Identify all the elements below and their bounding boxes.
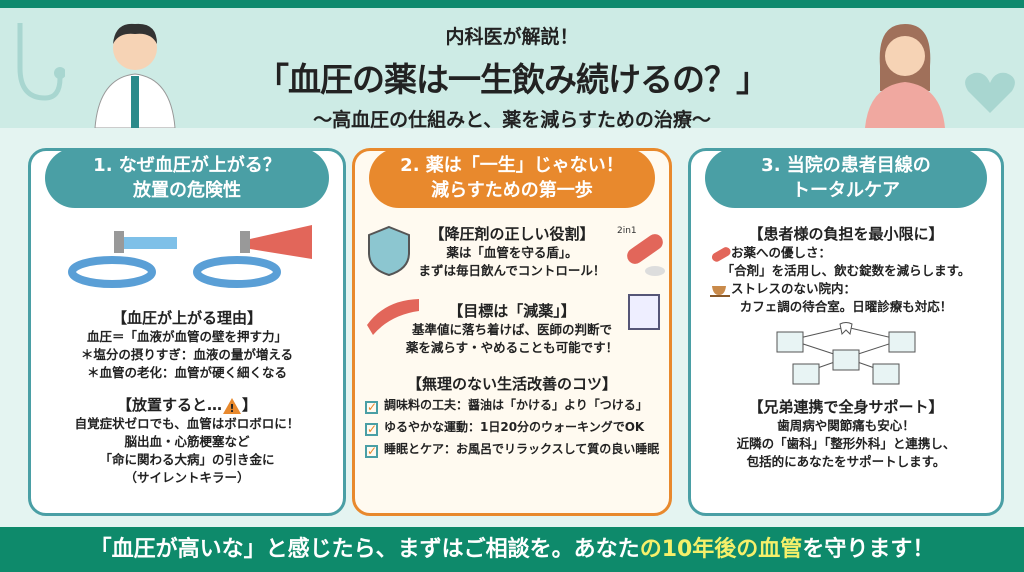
clipboard-icon bbox=[628, 294, 660, 330]
card-why-blood-pressure-rises: 1. なぜ血圧が上がる？ 放置の危険性 【血圧が上がる理由】 血圧＝「血液が血管の… bbox=[28, 148, 346, 516]
checklist-item: ✓ 睡眠とケア：お風呂でリラックスして質の良い睡眠 bbox=[355, 438, 669, 460]
section-heading: 【降圧剤の正しい役割】 bbox=[429, 225, 595, 243]
footer-banner: 「血圧が高いな」と感じたら、まずはご相談を。あなたの10年後の血管を守ります！ bbox=[0, 527, 1024, 572]
text-line: 薬を減らす・やめることも可能です！ bbox=[405, 340, 619, 355]
text-line: 歯周病や関節痛も安心！ bbox=[777, 418, 915, 433]
card-title-line1: 1. なぜ血圧が上がる？ bbox=[93, 155, 281, 176]
text-line: 自覚症状ゼロでも、血管はボロボロに！ bbox=[74, 416, 300, 431]
checklist-text: 睡眠とケア：お風呂でリラックスして質の良い睡眠 bbox=[384, 442, 660, 456]
capsule-icon bbox=[711, 246, 731, 262]
text: ストレスのない院内： bbox=[731, 281, 857, 296]
section-heading: 【無理のない生活改善のコツ】 bbox=[406, 375, 617, 393]
card-header: 1. なぜ血圧が上がる？ 放置の危険性 bbox=[45, 148, 329, 208]
checklist-text: ゆるやかな運動：1日20分のウォーキングでOK bbox=[384, 420, 645, 434]
header: 内科医が解説！ 「血圧の薬は一生飲み続けるの？」 〜高血圧の仕組みと、薬を減らす… bbox=[0, 8, 1024, 131]
text-line: 薬は「血管を守る盾」。 bbox=[446, 245, 578, 260]
checkbox-icon: ✓ bbox=[365, 400, 378, 414]
hose-illustration bbox=[68, 225, 312, 288]
header-subtitle: 内科医が解説！ bbox=[445, 26, 579, 48]
worried-woman-illustration bbox=[865, 24, 945, 128]
card-title-line1: 2. 薬は「一生」じゃない！ bbox=[400, 155, 624, 176]
text-line: 包括的にあなたをサポートします。 bbox=[746, 454, 946, 469]
coffee-cup-icon bbox=[710, 285, 730, 297]
checklist-item: ✓ ゆるやかな運動：1日20分のウォーキングでOK bbox=[355, 416, 669, 438]
card-title-line2: 放置の危険性 bbox=[133, 180, 241, 201]
text-line: お薬への優しさ： bbox=[691, 244, 1001, 262]
card-medicine-not-lifelong: 2. 薬は「一生」じゃない！ 減らすための第一歩 2in1 【降圧剤の正しい役割】… bbox=[352, 148, 672, 516]
checkbox-icon: ✓ bbox=[365, 422, 378, 436]
shield-icon bbox=[368, 225, 410, 277]
svg-text:!: ! bbox=[229, 402, 234, 415]
capsule-icon: 2in1 bbox=[617, 226, 665, 276]
warning-icon: ! bbox=[223, 397, 241, 415]
checklist-text: 調味料の工夫：醤油は「かける」より「つける」 bbox=[384, 398, 648, 412]
text-line: ＊血管の老化：血管が硬く細くなる bbox=[86, 365, 287, 380]
section-heading: 【血圧が上がる理由】 bbox=[111, 309, 262, 327]
footer-text: を守ります！ bbox=[802, 537, 935, 562]
heading-text: 】 bbox=[242, 396, 258, 414]
text-line: ＊塩分の摂りすぎ：血液の量が増える bbox=[80, 347, 294, 362]
doctor-illustration bbox=[94, 23, 176, 128]
text-line: 脳出血・心筋梗塞など bbox=[124, 434, 250, 449]
card-total-care: 3. 当院の患者目線のトータルケア 【患者様の負担を最小限に】 お薬への優しさ：… bbox=[688, 148, 1004, 516]
checklist-item: ✓ 調味料の工夫：醤油は「かける」より「つける」 bbox=[355, 394, 669, 416]
page-title: 「血圧の薬は一生飲み続けるの？」 bbox=[256, 60, 769, 99]
checkbox-icon: ✓ bbox=[365, 444, 378, 458]
card-title-line1: 3. 当院の患者目線の bbox=[761, 155, 931, 176]
text: お薬への優しさ： bbox=[731, 245, 832, 260]
heading-text: 【放置すると… bbox=[116, 396, 222, 414]
card-header: 3. 当院の患者目線のトータルケア bbox=[705, 148, 987, 208]
card-header: 2. 薬は「一生」じゃない！ 減らすための第一歩 bbox=[369, 148, 655, 208]
section-heading: 【目標は「減薬」】 bbox=[448, 302, 576, 320]
text-line: 血圧＝「血液が血管の壁を押す力」 bbox=[86, 329, 287, 344]
section-heading: 【兄弟連携で全身サポート】 bbox=[748, 398, 944, 416]
footer-highlight: の10年後の血管 bbox=[639, 537, 803, 562]
text-line: 「合剤」を活用し、飲む錠数を減らします。 bbox=[721, 263, 971, 278]
text-line: （サイレントキラー） bbox=[124, 470, 250, 485]
blood-vessel-icon bbox=[367, 299, 419, 335]
text-line: まずは毎日飲んでコントロール！ bbox=[418, 263, 606, 278]
text-line: カフェ調の待合室。日曜診療も対応！ bbox=[739, 299, 953, 314]
text-line: 基準値に落ち着けば、医師の判断で bbox=[411, 322, 612, 337]
heart-pill-icon bbox=[965, 72, 1015, 113]
footer-text: 「血圧が高いな」と感じたら、まずはご相談を。あなた bbox=[89, 537, 640, 562]
badge-2in1: 2in1 bbox=[617, 226, 637, 236]
header-tagline: 〜高血圧の仕組みと、薬を減らすための治療〜 bbox=[313, 109, 711, 131]
stethoscope-icon bbox=[17, 23, 65, 101]
text-line: ストレスのない院内： bbox=[691, 280, 1001, 298]
section-heading: 【患者様の負担を最小限に】 bbox=[748, 225, 944, 243]
clinic-network-illustration bbox=[776, 322, 916, 385]
top-bar bbox=[0, 0, 1024, 8]
card-title-line2: トータルケア bbox=[792, 180, 900, 201]
text-line: 「命に関わる大病」の引き金に bbox=[99, 452, 275, 467]
text-line: 近隣の「歯科」「整形外科」と連携し、 bbox=[736, 436, 956, 451]
card-title-line2: 減らすための第一歩 bbox=[431, 180, 593, 201]
section-heading: 【放置すると…! 】 bbox=[31, 394, 343, 415]
